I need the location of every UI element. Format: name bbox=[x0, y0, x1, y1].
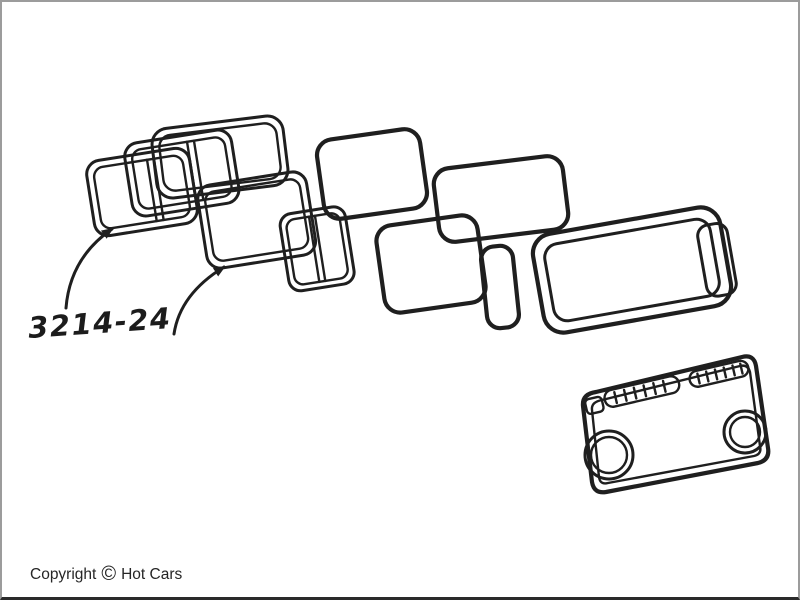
copyright-text: Copyright bbox=[30, 566, 97, 583]
rear-side-window-frame-upper bbox=[150, 114, 290, 200]
side-window-seal-2 bbox=[431, 154, 571, 244]
cargo-door-window bbox=[196, 170, 318, 270]
pointer-arrow-1 bbox=[64, 227, 114, 310]
pointer-arrow-2 bbox=[172, 265, 226, 336]
windshield-corner-piece bbox=[696, 222, 738, 298]
copyright-footer: Copyright © Hot Cars bbox=[30, 563, 183, 585]
brand-name: Hot Cars bbox=[121, 566, 183, 583]
vent-grille-right bbox=[688, 359, 750, 388]
vent-grille-left bbox=[603, 375, 681, 408]
headlight-left bbox=[583, 429, 635, 481]
front-panel-outline bbox=[580, 354, 771, 495]
front-panel bbox=[580, 354, 771, 495]
front-door-window-front bbox=[85, 146, 199, 238]
quarter-window-seal bbox=[478, 243, 522, 331]
copyright-symbol-icon: © bbox=[101, 563, 117, 585]
cargo-door-window-small bbox=[278, 205, 356, 293]
headlight-right bbox=[722, 409, 768, 455]
side-window-seal-3 bbox=[374, 213, 488, 315]
side-window-seal-1 bbox=[314, 127, 430, 221]
windshield-seal bbox=[530, 205, 734, 335]
front-door-window-rear bbox=[123, 128, 241, 218]
side-marker bbox=[584, 395, 605, 416]
